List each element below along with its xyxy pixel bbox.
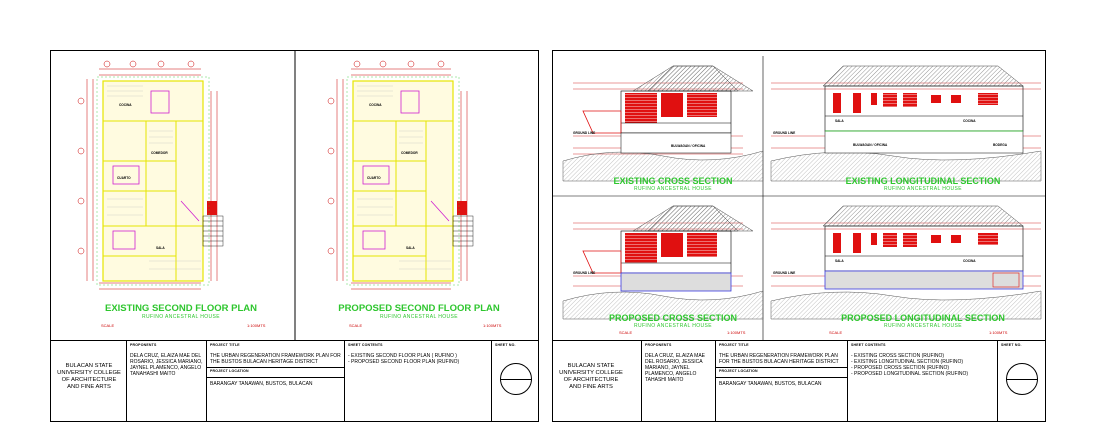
section-label: COCINA bbox=[963, 119, 976, 123]
proposed-longitudinal-section-title: PROPOSED LONGITUDINAL SECTION bbox=[841, 313, 1005, 323]
section-label: GROUND LINE bbox=[573, 131, 596, 135]
sheet-contents-cell: SHEET CONTENTS - EXISTING CROSS SECTION … bbox=[847, 341, 997, 421]
project-location-header: PROJECT LOCATION bbox=[210, 369, 249, 373]
section-label: GROUND LINE bbox=[773, 271, 796, 275]
section-label: COCINA bbox=[963, 259, 976, 263]
title-block: BULACAN STATE UNIVERSITY COLLEGE OF ARCH… bbox=[553, 340, 1045, 421]
proposed-cross-section bbox=[562, 205, 764, 320]
room-label: CUARTO bbox=[367, 176, 381, 180]
proposed-cross-section-subtitle: RUFINO ANCESTRAL HOUSE bbox=[633, 323, 713, 329]
sheet-number-header: SHEET NO. bbox=[1001, 343, 1022, 347]
existing-longitudinal-section bbox=[770, 65, 1042, 182]
project-title-header: PROJECT TITLE bbox=[719, 343, 749, 347]
project-title-cell: PROJECT TITLE THE URBAN REGENERATION FRA… bbox=[715, 341, 847, 421]
sheet-contents-header: SHEET CONTENTS bbox=[851, 343, 886, 347]
existing-longitudinal-section-subtitle: RUFINO ANCESTRAL HOUSE bbox=[883, 186, 963, 192]
proposed-cross-section-title: PROPOSED CROSS SECTION bbox=[608, 313, 738, 323]
proposed-plan-graphic bbox=[327, 60, 474, 290]
section-sheet: BULWAGAN / OFICINA BULWAGAN / OFICINA BO… bbox=[552, 50, 1046, 422]
project-title-header: PROJECT TITLE bbox=[210, 343, 240, 347]
school-name: BULACAN STATE UNIVERSITY COLLEGE OF ARCH… bbox=[57, 363, 121, 390]
scale-value: 1:100MTS bbox=[247, 323, 266, 328]
room-label: COCINA bbox=[119, 103, 132, 107]
existing-plan-title: EXISTING SECOND FLOOR PLAN bbox=[104, 303, 257, 314]
room-label: SALA bbox=[406, 246, 415, 250]
title-block: BULACAN STATE UNIVERSITY COLLEGE OF ARCH… bbox=[51, 340, 538, 421]
sheet-contents-cell: SHEET CONTENTS - EXISTING SECOND FLOOR P… bbox=[344, 341, 491, 421]
room-label: COMEDOR bbox=[151, 151, 168, 155]
sheet-number-cell: SHEET NO. bbox=[997, 341, 1045, 421]
floor-plans-drawing bbox=[77, 51, 474, 341]
sheet-contents-item: - PROPOSED LONGITUDINAL SECTION (RUFINO) bbox=[851, 371, 969, 377]
floor-plan-sheet: COCINA COMEDOR SALA CUARTO COCINA COMEDO… bbox=[50, 50, 539, 422]
scale-label: SCALE bbox=[829, 330, 843, 335]
room-label: COCINA bbox=[369, 103, 382, 107]
existing-plan-graphic bbox=[77, 60, 224, 290]
proponents-header: PROPONENTS bbox=[130, 343, 157, 347]
proponents-text: DELA CRUZ, ELAIZA MAE DEL ROSARIO, JESSI… bbox=[130, 353, 203, 377]
existing-cross-section-title: EXISTING CROSS SECTION bbox=[613, 176, 733, 186]
section-label: BULWAGAN / OFICINA bbox=[853, 143, 888, 147]
project-title-text: THE URBAN REGENERATION FRAMEWORK PLAN FO… bbox=[719, 353, 839, 365]
proposed-longitudinal-section bbox=[770, 205, 1042, 320]
proponents-text: DELA CRUZ, ELAIZA MAE DEL ROSARIO, JESSI… bbox=[645, 353, 706, 383]
section-label: GROUND LINE bbox=[573, 271, 596, 275]
scale-label: SCALE bbox=[619, 330, 633, 335]
sheet-contents-header: SHEET CONTENTS bbox=[348, 343, 383, 347]
existing-longitudinal-section-title: EXISTING LONGITUDINAL SECTION bbox=[845, 176, 1001, 186]
sheet-number-cell: SHEET NO. bbox=[491, 341, 538, 421]
sections-drawing bbox=[553, 56, 1045, 341]
room-label: SALA bbox=[156, 246, 165, 250]
proponents-cell: PROPONENTS DELA CRUZ, ELAIZA MAE DEL ROS… bbox=[126, 341, 206, 421]
section-label: SALA bbox=[835, 259, 844, 263]
sheet-contents-item: - EXISTING CROSS SECTION (RUFINO) bbox=[851, 353, 945, 359]
existing-cross-section bbox=[562, 65, 764, 182]
project-location-text: BARANGAY TANAWAN, BUSTOS, BULACAN bbox=[719, 381, 822, 387]
room-label: COMEDOR bbox=[401, 151, 418, 155]
school-name: BULACAN STATE UNIVERSITY COLLEGE OF ARCH… bbox=[559, 363, 623, 390]
project-location-text: BARANGAY TANAWAN, BUSTOS, BULACAN bbox=[210, 381, 313, 387]
project-location-header: PROJECT LOCATION bbox=[719, 369, 758, 373]
existing-plan-subtitle: RUFINO ANCESTRAL HOUSE bbox=[141, 314, 221, 320]
sheet-number-circle bbox=[500, 363, 532, 395]
proposed-plan-subtitle: RUFINO ANCESTRAL HOUSE bbox=[379, 314, 459, 320]
scale-value: 1:100MTS bbox=[989, 330, 1008, 335]
scale-label: SCALE bbox=[349, 323, 363, 328]
scale-label: SCALE bbox=[101, 323, 115, 328]
section-label: BULWAGAN / OFICINA bbox=[671, 144, 706, 148]
project-title-cell: PROJECT TITLE THE URBAN REGENERATION FRA… bbox=[206, 341, 344, 421]
section-label: GROUND LINE bbox=[773, 131, 796, 135]
section-label: BODEGA bbox=[993, 143, 1007, 147]
sheet-number-header: SHEET NO. bbox=[495, 343, 516, 347]
sheet-contents-item: - EXISTING SECOND FLOOR PLAN ( RUFINO ) bbox=[348, 353, 457, 359]
proposed-longitudinal-section-subtitle: RUFINO ANCESTRAL HOUSE bbox=[883, 323, 963, 329]
sheet-contents-item: - EXISTING LONGITUDINAL SECTION (RUFINO) bbox=[851, 359, 964, 365]
room-label: CUARTO bbox=[117, 176, 131, 180]
proponents-cell: PROPONENTS DELA CRUZ, ELAIZA MAE DEL ROS… bbox=[641, 341, 715, 421]
proposed-plan-title: PROPOSED SECOND FLOOR PLAN bbox=[338, 303, 500, 314]
sheet-contents-item: - PROPOSED CROSS SECTION (RUFINO) bbox=[851, 365, 950, 371]
scale-value: 1:100MTS bbox=[727, 330, 746, 335]
existing-cross-section-subtitle: RUFINO ANCESTRAL HOUSE bbox=[633, 186, 713, 192]
section-label: SALA bbox=[835, 119, 844, 123]
project-title-text: THE URBAN REGENERATION FRAMEWORK PLAN FO… bbox=[210, 353, 341, 365]
proponents-header: PROPONENTS bbox=[645, 343, 672, 347]
sheet-contents-item: - PROPOSED SECOND FLOOR PLAN (RUFINO) bbox=[348, 359, 460, 365]
sheet-number-circle bbox=[1006, 363, 1038, 395]
scale-value: 1:100MTS bbox=[483, 323, 502, 328]
